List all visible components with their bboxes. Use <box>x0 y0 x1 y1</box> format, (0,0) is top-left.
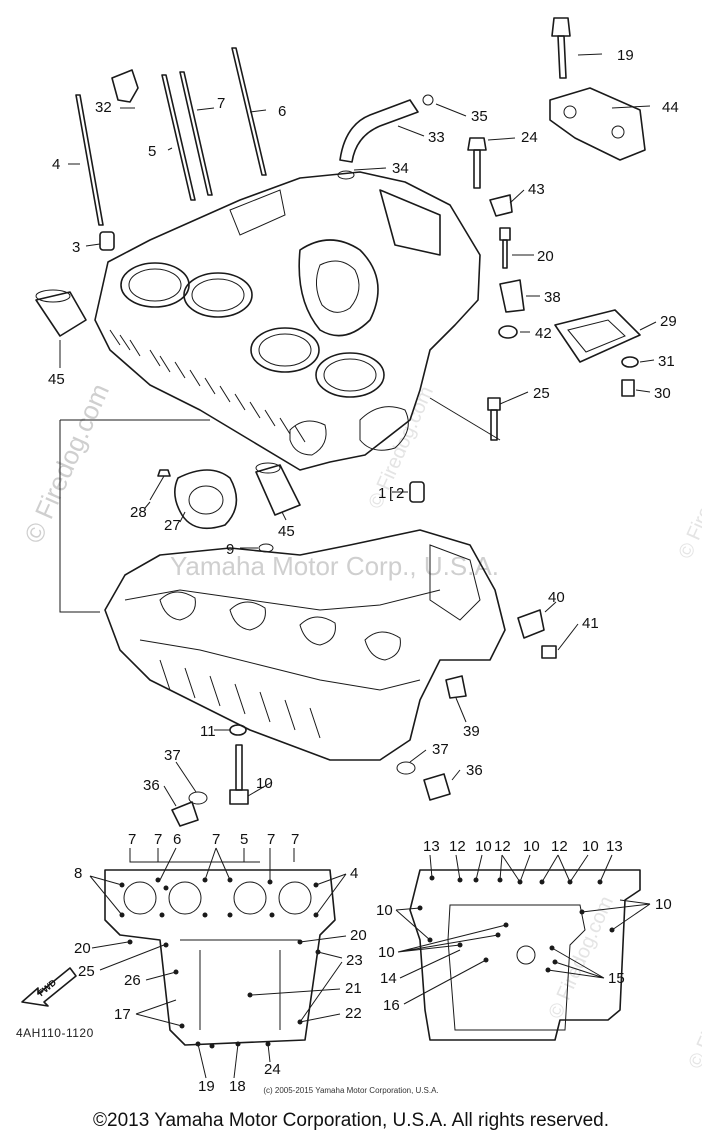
callout-25: 25 <box>533 385 550 402</box>
callout-labels: 19 44 35 32 7 6 33 24 5 4 34 43 3 20 38 … <box>48 47 679 794</box>
bolt-left-label-23: 23 <box>346 952 363 969</box>
bolt-left-label-20b: 20 <box>350 927 367 944</box>
callout-1: 1 <box>378 485 386 502</box>
callout-19: 19 <box>617 47 634 64</box>
callout-2: 2 <box>396 485 404 502</box>
bolt-right-label-16: 16 <box>383 997 400 1014</box>
bolt-left-label-17: 17 <box>114 1006 131 1023</box>
callout-31: 31 <box>658 353 675 370</box>
bolt-right-top-label-8: 13 <box>606 838 623 855</box>
bolt-left-label-18: 18 <box>229 1078 246 1095</box>
callout-11: 11 <box>200 723 216 740</box>
callout-4: 4 <box>52 156 60 173</box>
bolt-left-top-label-7: 7 <box>291 831 299 848</box>
callout-37-left: 37 <box>164 747 181 764</box>
bolt-left-top-label-1: 7 <box>128 831 136 848</box>
watermark-firedog-left: © Firedog.com <box>18 379 115 547</box>
callout-7: 7 <box>217 95 225 112</box>
callout-6: 6 <box>278 103 286 120</box>
bolt-right-label-14: 14 <box>380 970 397 987</box>
callout-38: 38 <box>544 289 561 306</box>
callout-24: 24 <box>521 129 538 146</box>
callout-43: 43 <box>528 181 545 198</box>
bolt-left-label-4: 4 <box>350 865 358 882</box>
bolt-left-label-8: 8 <box>74 865 82 882</box>
diagram-reference-code: 4AH110-1120 <box>16 1026 94 1040</box>
callout-45-left: 45 <box>48 371 65 388</box>
callout-28: 28 <box>130 504 147 521</box>
small-parts-drawing <box>35 17 646 827</box>
callout-10: 10 <box>256 775 273 792</box>
bolt-left-top-label-3: 6 <box>173 831 181 848</box>
forward-arrow-icon: FWD <box>21 967 77 1007</box>
bolt-left-label-25: 25 <box>78 963 95 980</box>
callout-45-middle: 45 <box>278 523 295 540</box>
bolt-left-top-label-5: 5 <box>240 831 248 848</box>
bolt-left-label-24: 24 <box>264 1061 281 1078</box>
callout-36-left: 36 <box>143 777 160 794</box>
callout-34: 34 <box>392 160 409 177</box>
callout-37-right: 37 <box>432 741 449 758</box>
callout-29: 29 <box>660 313 677 330</box>
bolt-right-label-10c: 10 <box>655 896 672 913</box>
bolt-pattern-right: 13 12 10 12 10 12 10 13 10 10 14 16 10 1… <box>376 838 672 1041</box>
callout-41: 41 <box>582 615 599 632</box>
bolt-left-label-20a: 20 <box>74 940 91 957</box>
small-copyright-notice: (c) 2005-2015 Yamaha Motor Corporation, … <box>263 1086 439 1095</box>
bolt-left-label-26: 26 <box>124 972 141 989</box>
watermark-yamaha-center: Yamaha Motor Corp., U.S.A. <box>170 551 499 581</box>
bolt-right-label-10b: 10 <box>378 944 395 961</box>
leader-lines <box>59 53 657 807</box>
upper-crankcase-drawing <box>94 171 481 471</box>
callout-39: 39 <box>463 723 480 740</box>
bolt-left-top-label-4: 7 <box>212 831 220 848</box>
copyright-footer: ©2013 Yamaha Motor Corporation, U.S.A. A… <box>93 1110 609 1131</box>
bolt-right-top-label-2: 12 <box>449 838 466 855</box>
bolt-right-top-label-7: 10 <box>582 838 599 855</box>
callout-3: 3 <box>72 239 80 256</box>
callout-5: 5 <box>148 143 156 160</box>
callout-44: 44 <box>662 99 679 116</box>
bolt-left-top-label-2: 7 <box>154 831 162 848</box>
bolt-pattern-left: 7 7 6 7 5 7 7 8 4 20 20 25 26 23 21 17 2… <box>74 831 367 1095</box>
callout-20: 20 <box>537 248 554 265</box>
lower-crankcase-drawing <box>104 529 506 761</box>
callout-33: 33 <box>428 129 445 146</box>
bolt-left-label-21: 21 <box>345 980 362 997</box>
bolt-left-label-22: 22 <box>345 1005 362 1022</box>
watermark-firedog-right: © Firedog.com <box>674 433 702 562</box>
bolt-right-top-label-3: 10 <box>475 838 492 855</box>
callout-30: 30 <box>654 385 671 402</box>
callout-35: 35 <box>471 108 488 125</box>
bolt-left-label-19: 19 <box>198 1078 215 1095</box>
bolt-right-top-label-6: 12 <box>551 838 568 855</box>
watermark-firedog-lower-right: © Firedog.com <box>684 943 702 1072</box>
bolt-left-top-label-6: 7 <box>267 831 275 848</box>
bolt-right-top-label-1: 13 <box>423 838 440 855</box>
callout-42: 42 <box>535 325 552 342</box>
callout-32: 32 <box>95 99 112 116</box>
callout-36-right: 36 <box>466 762 483 779</box>
callout-bracket-1-2: [ <box>389 485 394 502</box>
callout-27: 27 <box>164 517 181 534</box>
callout-40: 40 <box>548 589 565 606</box>
callout-9: 9 <box>226 541 234 558</box>
bolt-right-top-label-4: 12 <box>494 838 511 855</box>
bolt-right-label-15: 15 <box>608 970 625 987</box>
bolt-right-label-10a: 10 <box>376 902 393 919</box>
bolt-right-top-label-5: 10 <box>523 838 540 855</box>
